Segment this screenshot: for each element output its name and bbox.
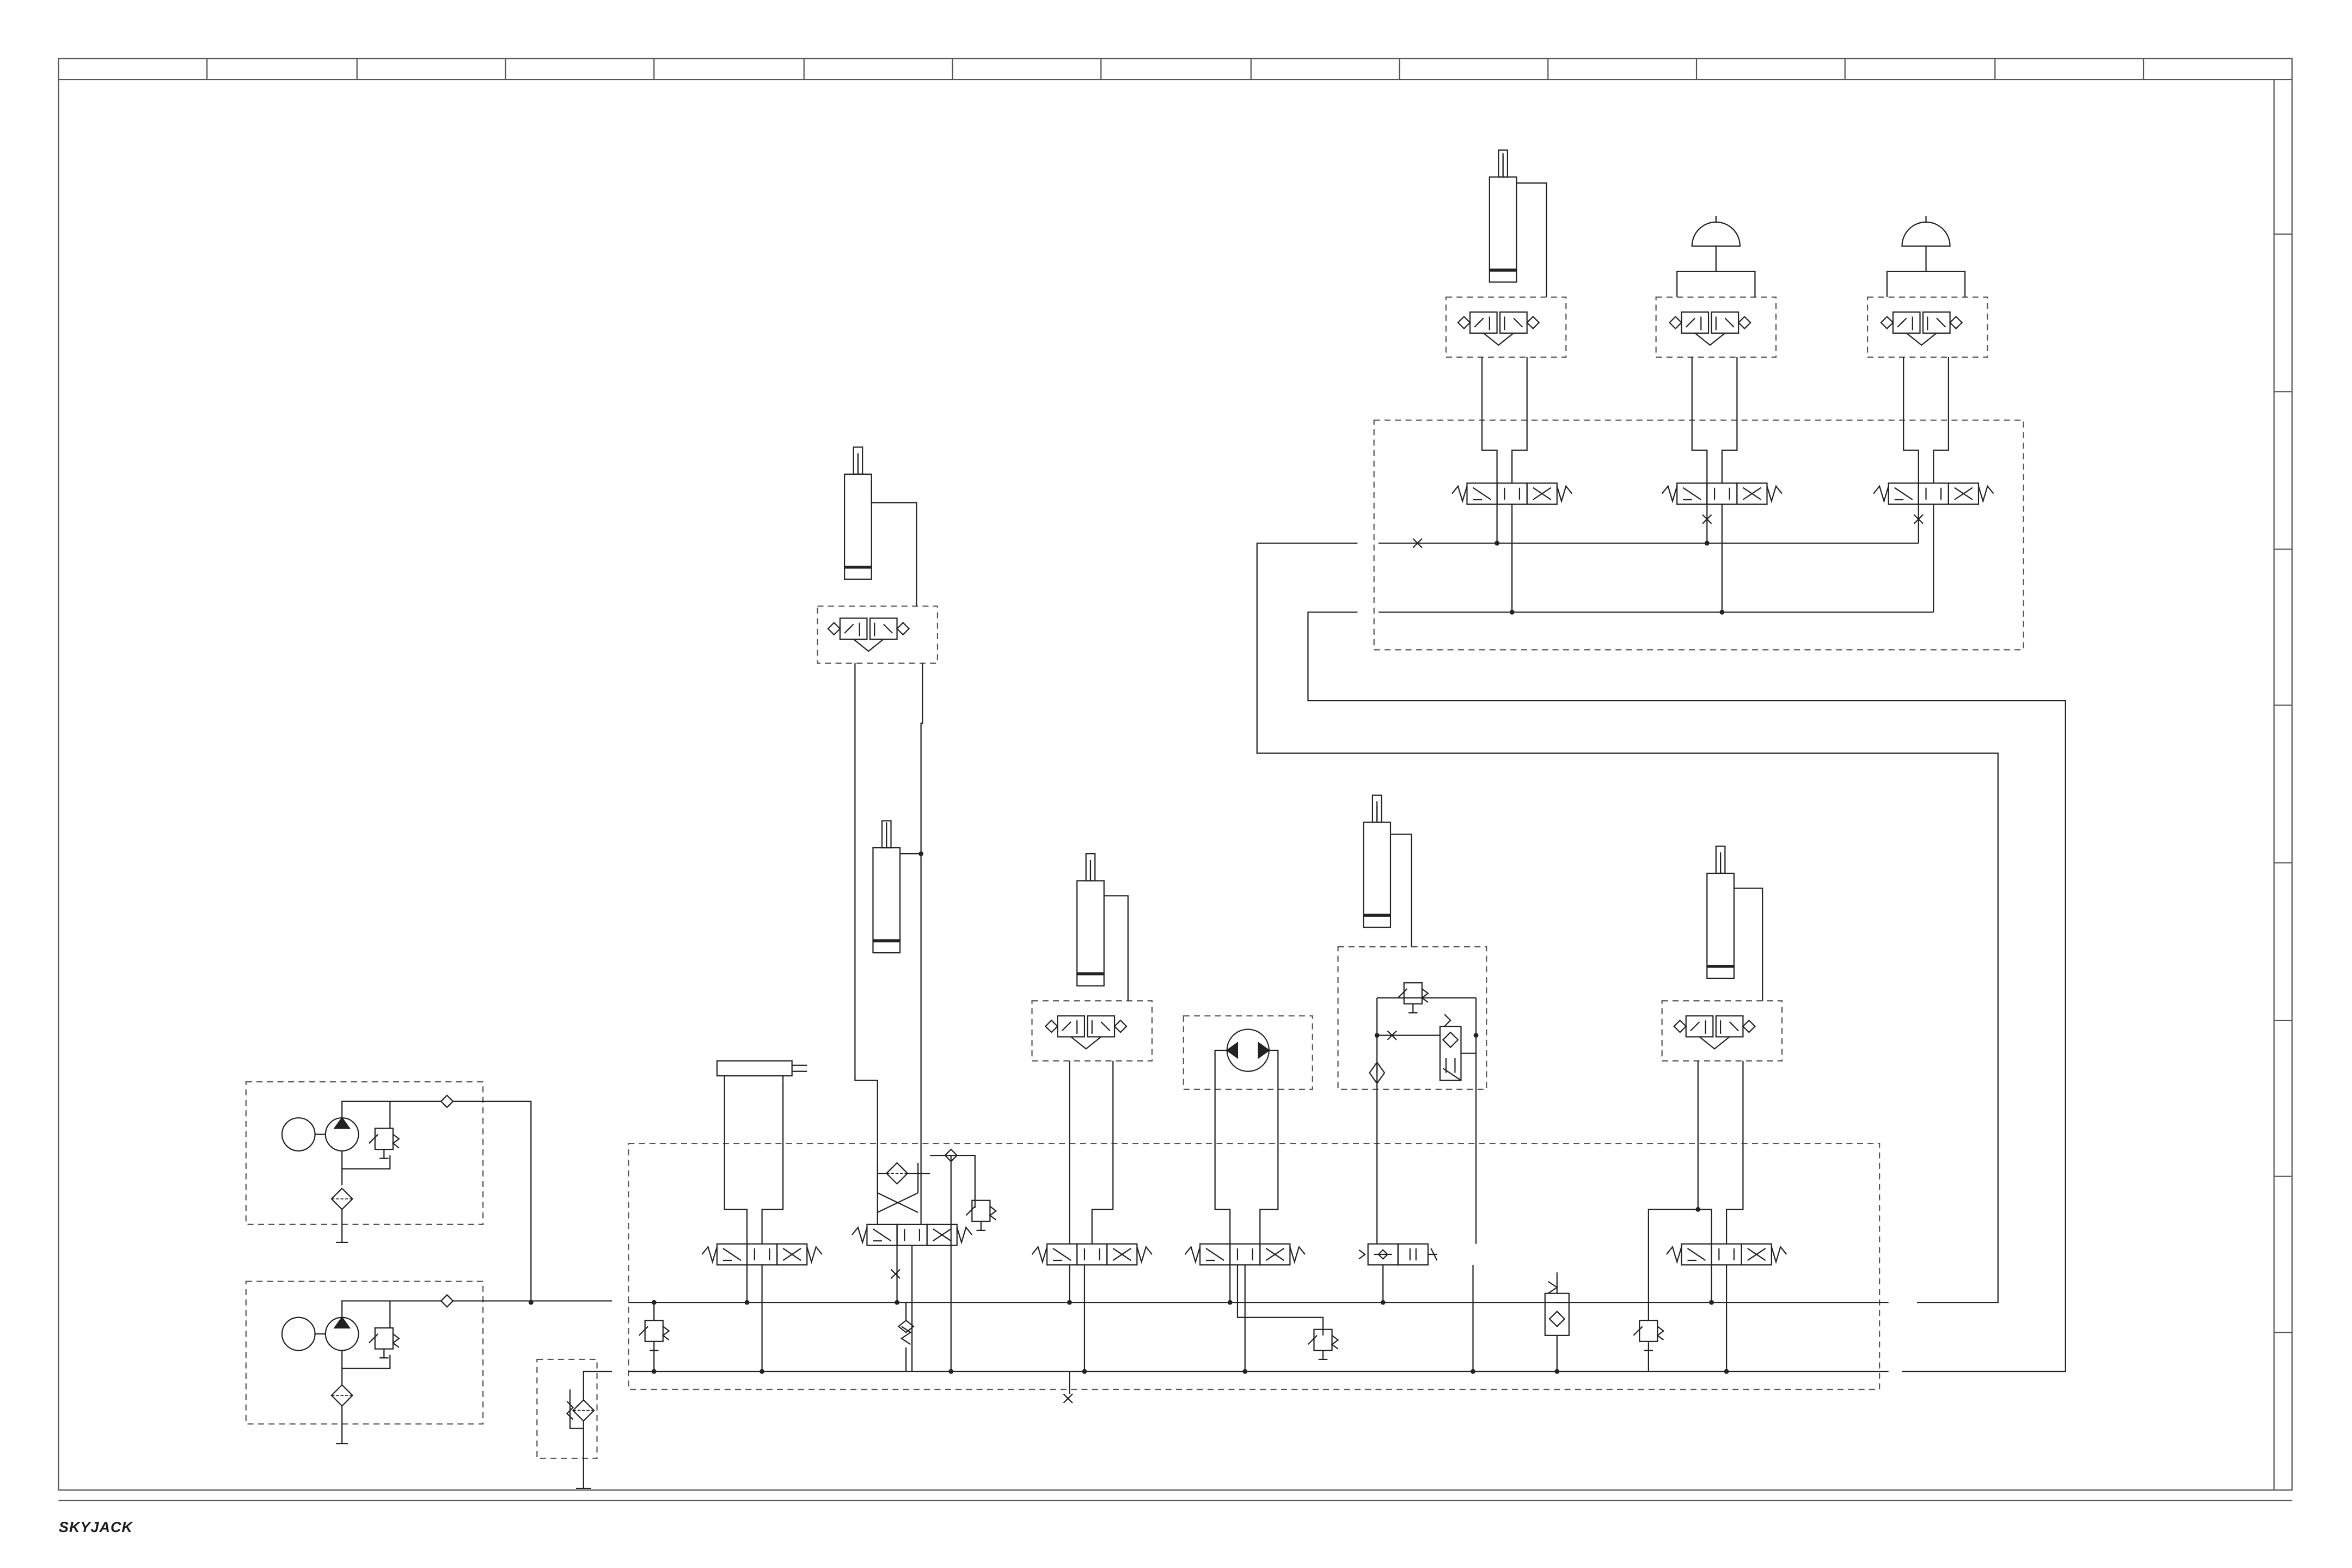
return-filter [567,1371,612,1489]
cylinder-extend [1674,846,1763,1049]
drawing-frame [58,58,2292,1500]
valve-section-5 [1359,983,1476,1371]
valve-section-4 [1185,1030,1338,1371]
cylinder-boom [828,447,917,651]
valve-section-1 [702,1061,822,1371]
pump-unit-lower [282,1295,612,1443]
cylinder-steer [1363,795,1411,947]
accumulator-2 [1881,216,1965,420]
cylinder-lift [1045,854,1128,1049]
accumulator-1 [1669,216,1755,420]
cylinder-upper [1458,150,1547,420]
skyjack-logo: SKYJACK [59,1519,133,1536]
valve-section-7 [639,1272,1569,1371]
valve-section-6 [1633,1061,1786,1371]
upper-valve-bank [1452,420,1994,612]
valve-section-3 [1032,1061,1152,1402]
main-rails [628,538,2065,1371]
dashed-enclosures [246,297,2024,1459]
pump-unit-upper [282,1095,531,1302]
valve-section-2 [852,663,996,1371]
